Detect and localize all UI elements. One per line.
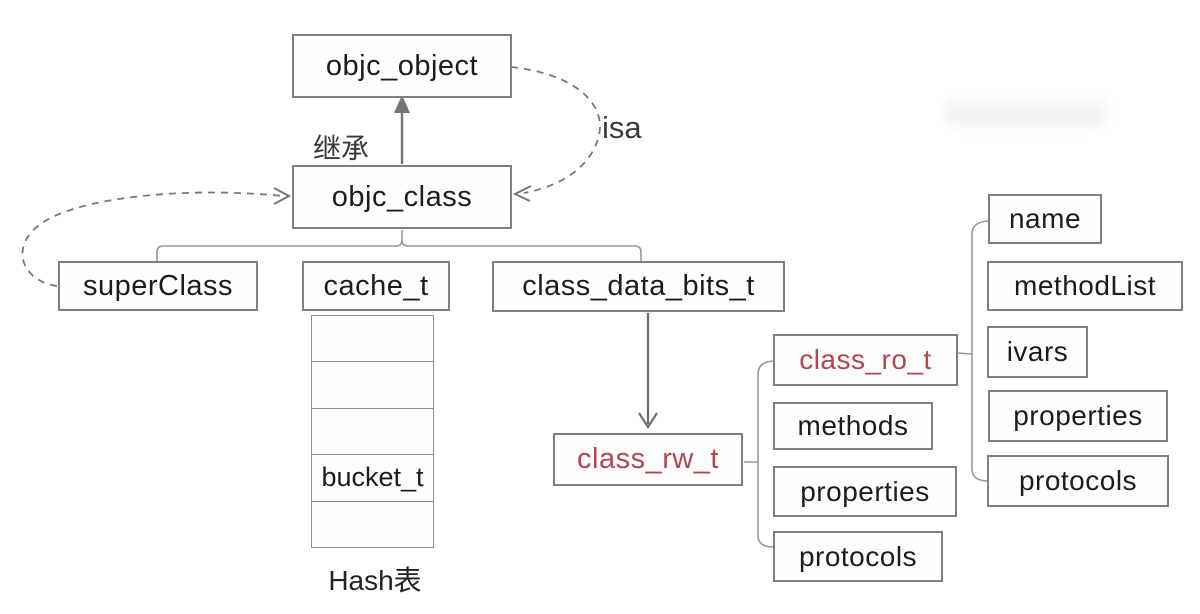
class-children-connector <box>156 230 642 261</box>
label-isa: isa <box>602 110 642 145</box>
cache-row <box>312 316 433 363</box>
node-objc-class: objc_class <box>292 165 512 229</box>
data-bits-arrow <box>638 313 658 430</box>
isa-curve <box>510 66 601 194</box>
cache-row-bucket-t: bucket_t <box>312 455 433 502</box>
label-hash-table: Hash表 <box>328 565 422 596</box>
cache-row <box>312 362 433 409</box>
node-objc-object: objc_object <box>292 34 512 98</box>
node-rw-protocols: protocols <box>773 531 943 582</box>
node-ro-properties: properties <box>988 390 1168 442</box>
node-ro-methodlist: methodList <box>987 261 1183 311</box>
node-class-data-bits-t: class_data_bits_t <box>492 261 785 312</box>
rw-children-bracket <box>744 360 774 548</box>
node-class-ro-t: class_ro_t <box>773 334 958 386</box>
node-cache-t: cache_t <box>302 261 450 311</box>
ro-children-bracket <box>956 220 989 482</box>
node-rw-properties: properties <box>773 466 957 517</box>
cache-table: bucket_t <box>311 315 434 548</box>
node-ro-protocols: protocols <box>987 455 1169 507</box>
node-class-rw-t: class_rw_t <box>553 433 743 486</box>
watermark-smudge <box>946 101 1106 125</box>
node-rw-methods: methods <box>773 402 933 450</box>
label-inheritance: 继承 <box>313 133 370 164</box>
cache-row <box>312 409 433 456</box>
cache-row <box>312 502 433 547</box>
node-ro-name: name <box>988 194 1102 244</box>
node-ro-ivars: ivars <box>987 326 1088 378</box>
node-superclass: superClass <box>58 261 258 311</box>
superclass-arrowhead <box>273 187 292 205</box>
inheritance-arrow <box>394 95 410 164</box>
bucket-t-label: bucket_t <box>321 462 424 493</box>
isa-arrowhead <box>512 185 532 202</box>
